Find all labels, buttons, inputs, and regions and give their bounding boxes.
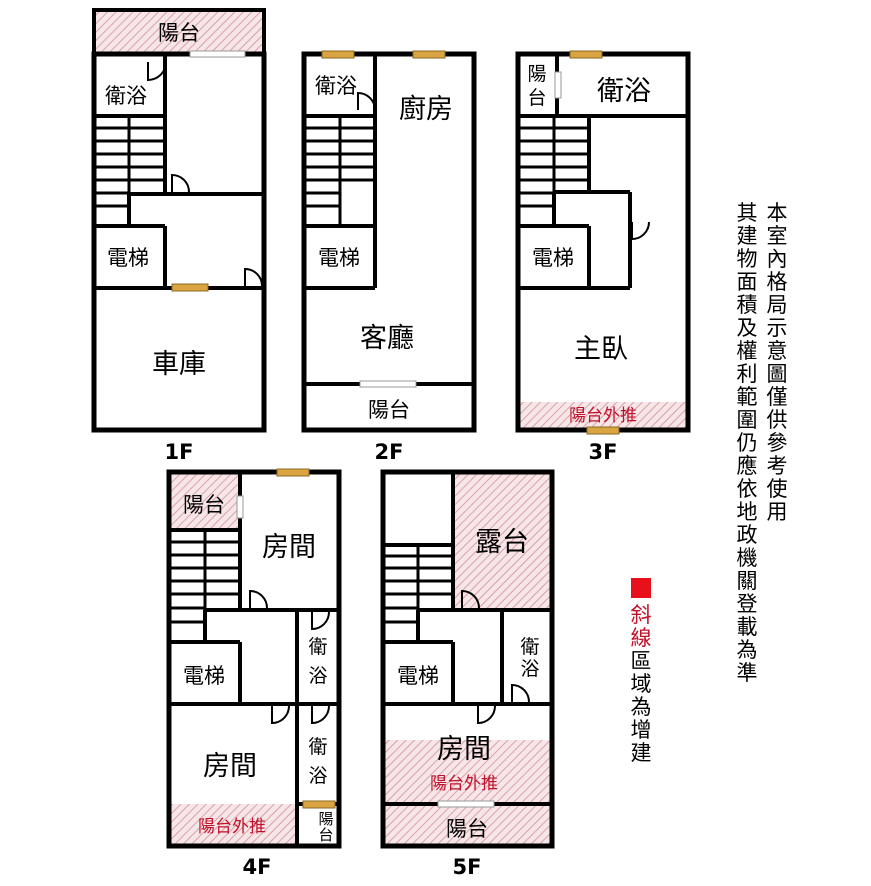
f4-balcony-ext-hatched [169,804,297,846]
f5-balcony-hatched [383,806,552,846]
f3-balcony-label-2: 台 [527,87,546,109]
f5-terrace-hatched [455,474,552,610]
f4-bath-lower-label-2: 浴 [308,765,327,787]
f2-balcony-label: 陽台 [368,398,410,422]
note-line-2: 其建物面積及權利範圍仍應依地政機關登載為準 [736,201,758,685]
f5-elevator-label: 電梯 [397,664,439,688]
floor-2f [301,50,477,433]
f5-bath-label-2: 浴 [520,658,539,680]
legend-swatch [631,578,651,598]
floor-5f [380,469,555,849]
floor-1f [91,8,267,433]
f5-bath-label-1: 衛 [520,636,539,658]
f5-balcony-ext-label: 陽台外推 [430,774,498,794]
f4-balcony-hatched [169,474,239,530]
f1-floor-label: 1F [165,440,194,464]
f3-balcony-ext-hatched [518,402,688,430]
f1-balcony-label: 陽台 [158,21,200,45]
f1-elevator-label: 電梯 [107,246,149,270]
f5-outline [380,469,555,849]
f3-balcony-ext-label: 陽台外推 [569,406,637,426]
f4-bath-upper-label-2: 浴 [308,665,327,687]
f3-elevator-label: 電梯 [532,246,574,270]
f5-balcony-label: 陽台 [446,817,488,841]
f1-bath-label: 衛浴 [105,84,147,108]
f1-outline [91,51,267,433]
legend-text-black: 區域為增建 [630,649,652,765]
note-line-1: 本室內格局示意圖僅供參考使用 [766,201,788,524]
f2-elevator-label: 電梯 [318,246,360,270]
f3-balcony-label-1: 陽 [527,63,546,85]
f2-outline [301,51,477,433]
floor-4f [166,468,342,849]
f4-bath-upper-label-1: 衛 [308,636,327,658]
f4-balcony-ext-label: 陽台外推 [198,817,266,837]
legend-text-red: 斜線 [630,603,652,650]
f3-master-label: 主臥 [574,334,628,365]
f2-kitchen-label: 廚房 [399,94,453,125]
f4-bath-lower-label-1: 衛 [308,736,327,758]
floor-3f [515,50,691,435]
f5-floor-label: 5F [453,855,482,879]
f5-balcony-ext-hatched [383,740,552,802]
f4-elevator-label: 電梯 [183,664,225,688]
f4-balcony-small-label-2: 台 [318,826,333,844]
f4-balcony-small-label-1: 陽 [318,810,333,828]
f3-bath-label: 衛浴 [597,76,651,107]
f2-floor-label: 2F [375,440,404,464]
f4-room-upper-label: 房間 [262,532,316,563]
f4-balcony-label: 陽台 [183,493,225,517]
f5-room-label: 房間 [437,734,491,765]
f3-outline [515,51,691,433]
f4-floor-label: 4F [243,855,272,879]
f3-floor-label: 3F [589,440,618,464]
f1-garage-label: 車庫 [152,349,206,380]
f4-room-lower-label: 房間 [203,751,257,782]
f5-terrace-label: 露台 [475,527,529,558]
f2-living-label: 客廳 [360,323,414,354]
f2-bath-label: 衛浴 [315,74,357,98]
f4-outline [166,469,342,849]
